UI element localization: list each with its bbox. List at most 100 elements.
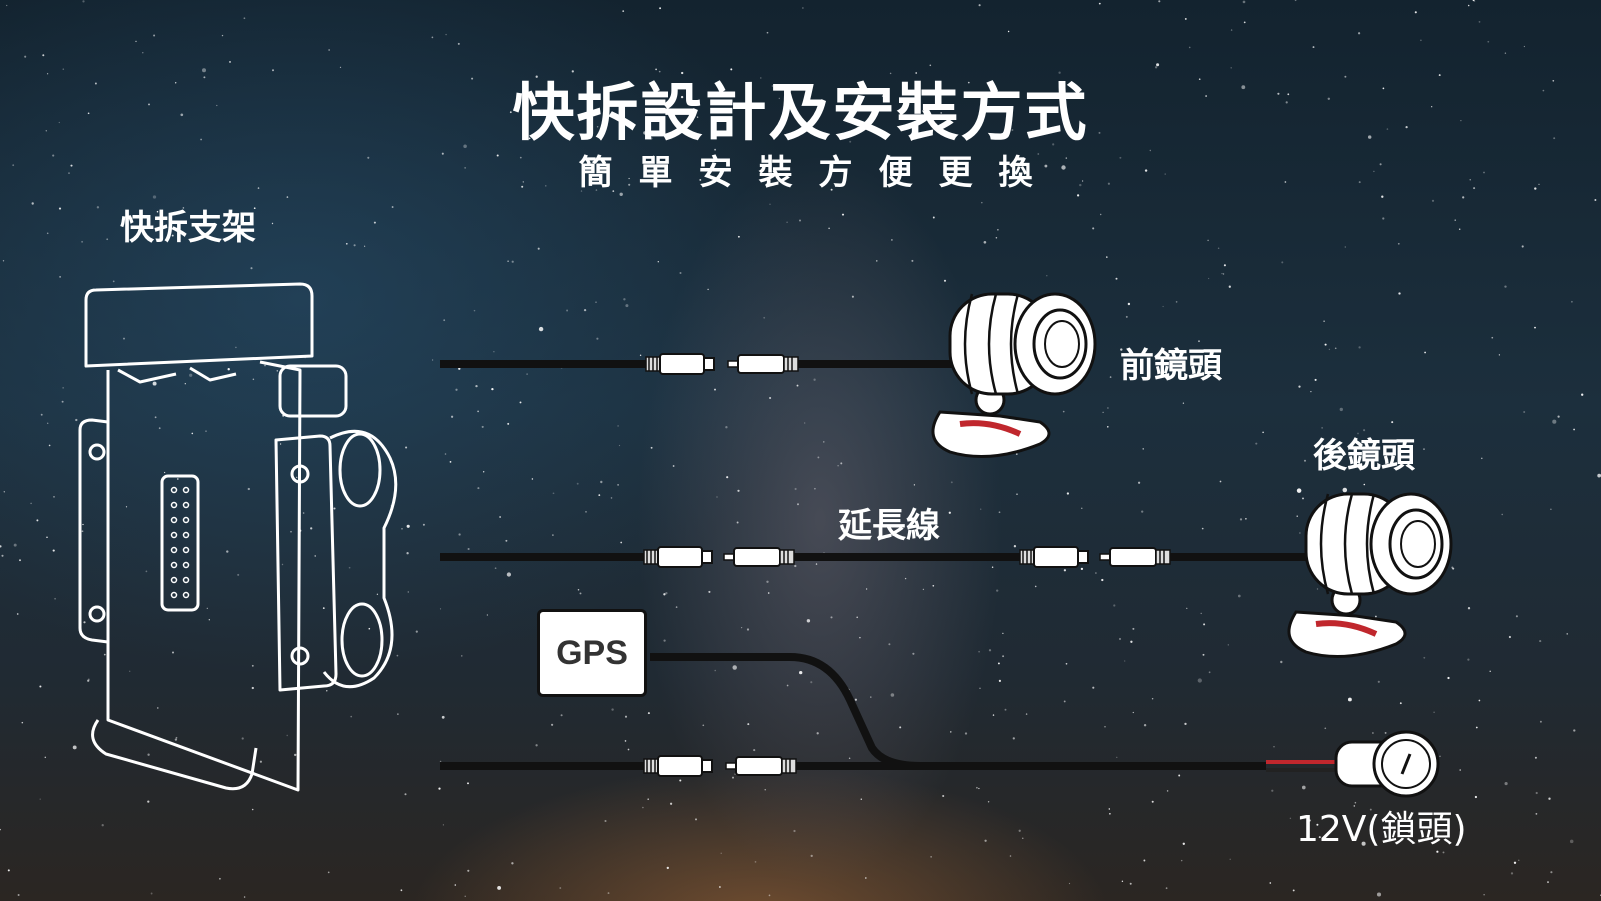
star — [1217, 247, 1220, 249]
star — [1164, 173, 1166, 175]
star — [1452, 567, 1455, 570]
star — [1092, 227, 1095, 230]
star — [1423, 656, 1426, 659]
star — [1397, 242, 1400, 245]
star — [314, 555, 316, 557]
star — [576, 482, 579, 485]
star — [1361, 841, 1366, 846]
star — [1095, 572, 1097, 574]
star — [930, 856, 932, 858]
star — [1414, 11, 1417, 14]
star — [1539, 720, 1542, 723]
star — [736, 521, 739, 524]
star — [604, 819, 607, 823]
star — [1200, 612, 1202, 615]
ignition-lock — [1334, 730, 1440, 798]
star — [625, 304, 629, 308]
star — [948, 511, 951, 514]
star — [506, 572, 512, 577]
star — [915, 72, 918, 74]
star — [1339, 407, 1343, 412]
star — [981, 201, 983, 204]
star — [696, 116, 699, 118]
star — [1046, 275, 1048, 277]
star — [1513, 861, 1517, 864]
star — [353, 244, 356, 247]
star — [1318, 836, 1321, 839]
star — [391, 206, 394, 208]
star — [519, 401, 522, 404]
star — [229, 60, 231, 63]
star — [537, 247, 540, 250]
star — [1037, 153, 1040, 155]
star — [1130, 640, 1133, 643]
star — [1078, 135, 1081, 138]
star — [142, 52, 144, 54]
star — [82, 0, 85, 3]
star — [984, 839, 987, 842]
star — [694, 818, 698, 821]
star — [890, 693, 895, 697]
star — [760, 77, 762, 79]
star — [595, 301, 597, 304]
star — [106, 238, 109, 241]
star — [1052, 143, 1055, 146]
star — [279, 443, 282, 445]
star — [1474, 795, 1478, 799]
star — [1158, 0, 1161, 3]
star — [1462, 196, 1465, 199]
star — [725, 426, 728, 429]
star — [707, 288, 709, 291]
star — [1515, 615, 1518, 618]
star — [1068, 882, 1071, 885]
star — [1115, 277, 1118, 280]
star — [643, 131, 647, 135]
star — [1198, 78, 1201, 81]
star — [1472, 0, 1475, 2]
star — [251, 686, 254, 690]
star — [1124, 660, 1126, 662]
star — [1277, 92, 1280, 95]
star — [42, 54, 45, 57]
star — [767, 592, 770, 594]
star — [1151, 800, 1154, 803]
star — [1504, 285, 1507, 288]
star — [1436, 850, 1439, 853]
star — [679, 779, 682, 782]
star — [376, 593, 379, 595]
star — [483, 471, 485, 473]
star — [1308, 819, 1311, 822]
star — [208, 619, 210, 621]
star — [345, 242, 348, 245]
star — [1548, 797, 1551, 800]
star — [1025, 713, 1028, 715]
star — [1334, 347, 1337, 350]
star — [1571, 300, 1573, 303]
star — [1535, 812, 1538, 815]
star — [1182, 402, 1185, 404]
star — [813, 378, 816, 381]
star — [281, 563, 284, 566]
star — [714, 669, 716, 672]
star — [1109, 376, 1112, 378]
star — [746, 628, 750, 631]
star — [461, 655, 463, 657]
star — [1501, 513, 1503, 516]
star — [837, 465, 839, 467]
front-camera-label: 前鏡頭 — [1120, 346, 1222, 386]
star — [272, 69, 274, 72]
star — [477, 410, 479, 413]
star — [455, 388, 458, 391]
star — [1106, 407, 1109, 409]
star — [978, 4, 981, 7]
star — [1301, 785, 1306, 790]
star — [158, 427, 161, 430]
star — [203, 76, 206, 79]
star — [1018, 829, 1021, 832]
star — [754, 861, 757, 863]
star — [889, 72, 892, 75]
star — [1262, 431, 1264, 434]
star — [1566, 633, 1568, 635]
star — [1273, 746, 1275, 748]
star — [1379, 163, 1382, 166]
